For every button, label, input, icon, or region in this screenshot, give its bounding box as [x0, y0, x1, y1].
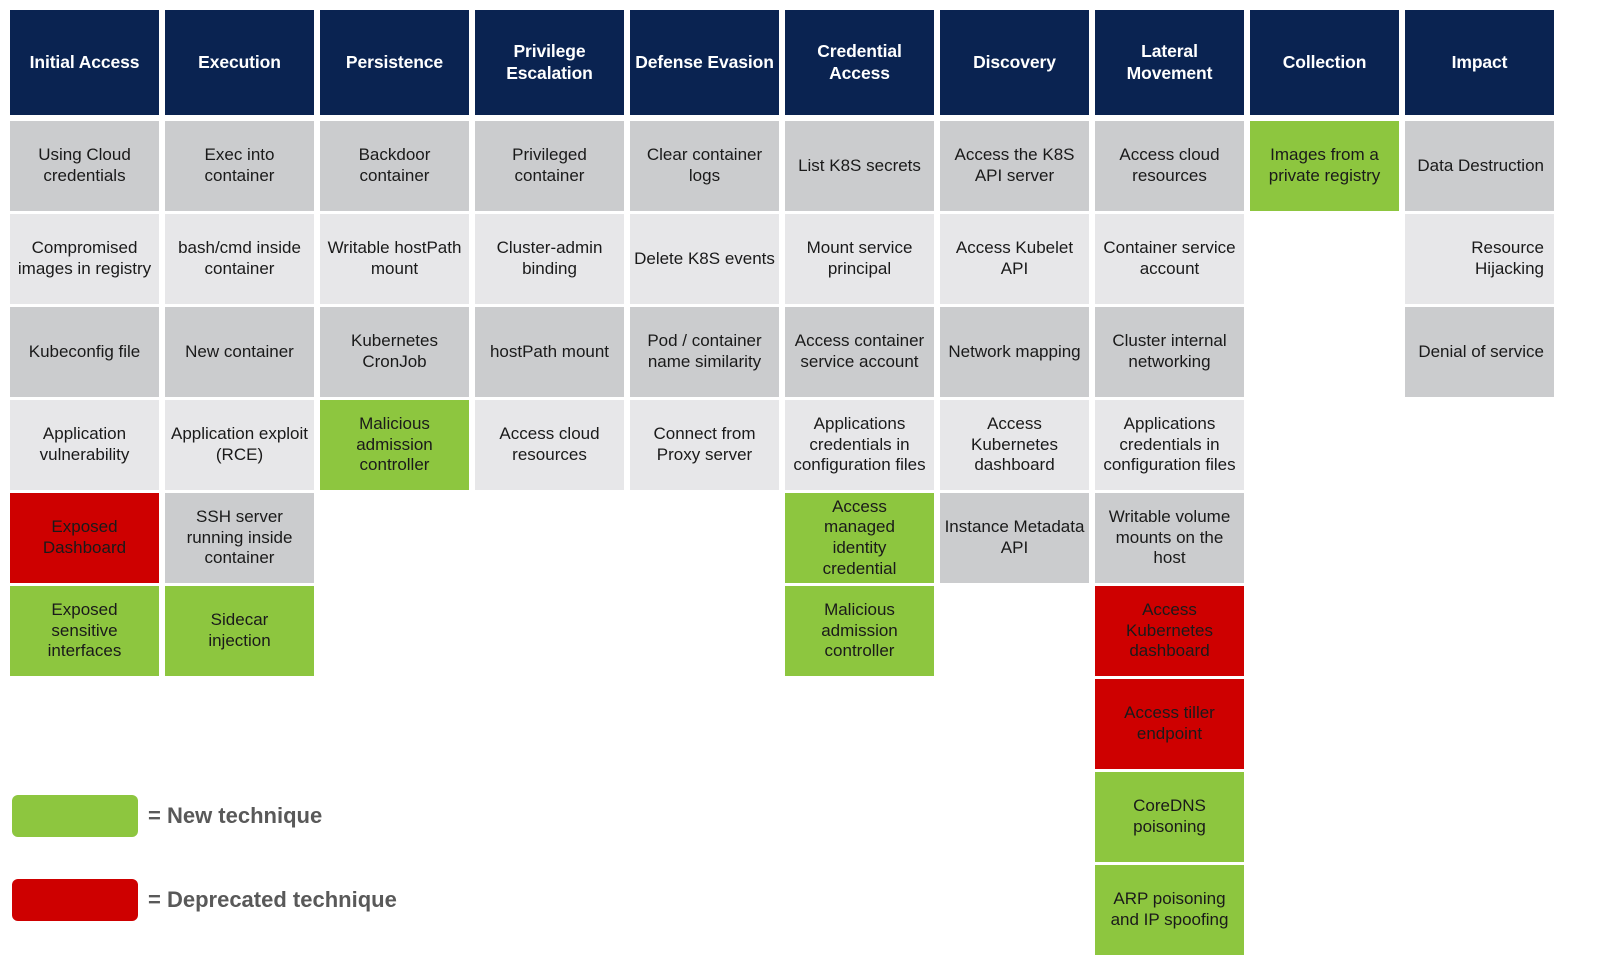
legend-item: = New technique: [12, 795, 397, 837]
column-header-collection: Collection: [1250, 10, 1399, 115]
technique-cell[interactable]: Clear container logs: [630, 121, 779, 211]
technique-cell[interactable]: Mount service principal: [785, 214, 934, 304]
technique-cell[interactable]: Access container service account: [785, 307, 934, 397]
technique-cell[interactable]: Using Cloud credentials: [10, 121, 159, 211]
technique-cell[interactable]: ARP poisoning and IP spoofing: [1095, 865, 1244, 955]
technique-cell[interactable]: Access managed identity credential: [785, 493, 934, 583]
legend-label: = New technique: [148, 803, 323, 828]
technique-cell[interactable]: Compromised images in registry: [10, 214, 159, 304]
technique-cell[interactable]: Delete K8S events: [630, 214, 779, 304]
technique-cell[interactable]: Access Kubernetes dashboard: [940, 400, 1089, 490]
column-header-initial-access: Initial Access: [10, 10, 159, 115]
technique-cell[interactable]: Exposed Dashboard: [10, 493, 159, 583]
technique-cell[interactable]: Backdoor container: [320, 121, 469, 211]
technique-cell[interactable]: Cluster-admin binding: [475, 214, 624, 304]
column-header-lateral-movement: Lateral Movement: [1095, 10, 1244, 115]
technique-cell[interactable]: hostPath mount: [475, 307, 624, 397]
technique-cell[interactable]: Exec into container: [165, 121, 314, 211]
technique-cell[interactable]: Sidecar injection: [165, 586, 314, 676]
technique-cell[interactable]: Malicious admission controller: [785, 586, 934, 676]
column-header-persistence: Persistence: [320, 10, 469, 115]
technique-cell[interactable]: Application vulnerability: [10, 400, 159, 490]
technique-cell[interactable]: Access Kubelet API: [940, 214, 1089, 304]
legend-item: = Deprecated technique: [12, 879, 397, 921]
technique-cell[interactable]: Applications credentials in configuratio…: [1095, 400, 1244, 490]
technique-cell[interactable]: Connect from Proxy server: [630, 400, 779, 490]
column-header-discovery: Discovery: [940, 10, 1089, 115]
column-cells: Images from a private registry: [1250, 121, 1399, 211]
legend-swatch-dep: [12, 879, 138, 921]
technique-cell[interactable]: Access cloud resources: [1095, 121, 1244, 211]
legend: = New technique = Deprecated technique: [12, 795, 397, 921]
technique-cell[interactable]: Applications credentials in configuratio…: [785, 400, 934, 490]
technique-cell[interactable]: Kubeconfig file: [10, 307, 159, 397]
technique-cell[interactable]: Container service account: [1095, 214, 1244, 304]
column-header-credential-access: Credential Access: [785, 10, 934, 115]
legend-swatch-new: [12, 795, 138, 837]
technique-cell[interactable]: Network mapping: [940, 307, 1089, 397]
technique-cell[interactable]: Privileged container: [475, 121, 624, 211]
technique-cell[interactable]: List K8S secrets: [785, 121, 934, 211]
column-header-impact: Impact: [1405, 10, 1554, 115]
technique-cell[interactable]: Images from a private registry: [1250, 121, 1399, 211]
technique-cell[interactable]: Resource Hijacking: [1405, 214, 1554, 304]
column-header-defense-evasion: Defense Evasion: [630, 10, 779, 115]
technique-cell[interactable]: Kubernetes CronJob: [320, 307, 469, 397]
technique-cell[interactable]: CoreDNS poisoning: [1095, 772, 1244, 862]
technique-cell[interactable]: Writable hostPath mount: [320, 214, 469, 304]
technique-cell[interactable]: Access cloud resources: [475, 400, 624, 490]
technique-cell[interactable]: bash/cmd inside container: [165, 214, 314, 304]
technique-cell[interactable]: Instance Metadata API: [940, 493, 1089, 583]
column-header-privilege-escalation: Privilege Escalation: [475, 10, 624, 115]
technique-cell[interactable]: Access the K8S API server: [940, 121, 1089, 211]
technique-cell[interactable]: Access tiller endpoint: [1095, 679, 1244, 769]
technique-cell[interactable]: SSH server running inside container: [165, 493, 314, 583]
technique-cell[interactable]: Pod / container name similarity: [630, 307, 779, 397]
technique-cell[interactable]: Denial of service: [1405, 307, 1554, 397]
legend-label: = Deprecated technique: [148, 887, 397, 912]
technique-cell[interactable]: Malicious admission controller: [320, 400, 469, 490]
column-header-execution: Execution: [165, 10, 314, 115]
technique-cell[interactable]: Cluster internal networking: [1095, 307, 1244, 397]
technique-cell[interactable]: Data Destruction: [1405, 121, 1554, 211]
technique-cell[interactable]: Writable volume mounts on the host: [1095, 493, 1244, 583]
technique-cell[interactable]: New container: [165, 307, 314, 397]
technique-cell[interactable]: Application exploit (RCE): [165, 400, 314, 490]
technique-cell[interactable]: Access Kubernetes dashboard: [1095, 586, 1244, 676]
technique-cell[interactable]: Exposed sensitive interfaces: [10, 586, 159, 676]
